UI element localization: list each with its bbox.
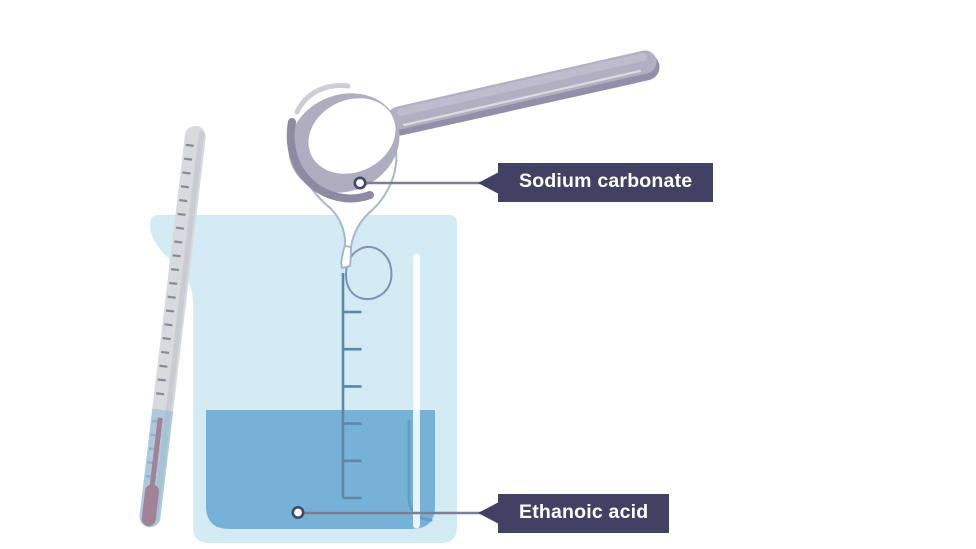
tick-mark bbox=[175, 226, 184, 230]
tick-mark bbox=[182, 171, 191, 175]
leader-sodium-carbonate bbox=[353, 172, 499, 194]
thermometer-column bbox=[149, 417, 163, 492]
tick-mark bbox=[160, 350, 170, 354]
beaker-liquid bbox=[206, 410, 435, 529]
thermometer-bulb bbox=[141, 484, 160, 527]
spoon bbox=[286, 50, 660, 203]
leader-ethanoic-acid bbox=[291, 502, 499, 524]
powder-lump bbox=[345, 246, 393, 301]
spoon-bowl-rim-shadow bbox=[286, 118, 374, 203]
label-ethanoic-acid: Ethanoic acid bbox=[498, 494, 670, 533]
spoon-bowl-rim-highlight bbox=[294, 82, 351, 115]
tick-mark bbox=[165, 309, 175, 313]
tick-mark bbox=[167, 295, 176, 299]
label-pointer-ethanoic bbox=[478, 502, 499, 524]
tick-mark bbox=[162, 337, 171, 341]
measuring-scale bbox=[341, 273, 362, 500]
spoon-handle bbox=[386, 50, 660, 136]
tick-mark bbox=[170, 268, 180, 272]
label-ethanoic-acid-text: Ethanoic acid bbox=[519, 501, 649, 523]
tick-mark bbox=[172, 254, 181, 258]
thermometer-liquid-tint bbox=[138, 408, 179, 529]
tick-mark bbox=[179, 199, 188, 203]
powder-stream bbox=[340, 243, 352, 269]
tick-mark bbox=[177, 212, 186, 216]
marker-circle-ethanoic bbox=[291, 505, 305, 519]
tick-mark bbox=[159, 364, 168, 368]
tick-mark bbox=[174, 240, 183, 244]
marker-circle-sodium bbox=[353, 176, 367, 190]
tick-mark bbox=[157, 378, 166, 382]
scale-ticks bbox=[343, 310, 362, 500]
tick-mark bbox=[156, 392, 165, 396]
tick-mark bbox=[164, 323, 173, 327]
thermometer-tube-shade bbox=[152, 130, 205, 522]
thermometer-ticks bbox=[156, 143, 194, 396]
tick-mark bbox=[185, 143, 194, 147]
tick-mark bbox=[184, 157, 193, 161]
spoon-bowl bbox=[286, 82, 400, 203]
label-pointer-sodium bbox=[478, 172, 499, 194]
tick-mark bbox=[169, 281, 178, 285]
tick-mark bbox=[180, 185, 189, 189]
label-sodium-carbonate: Sodium carbonate bbox=[498, 163, 714, 202]
label-sodium-carbonate-text: Sodium carbonate bbox=[519, 170, 693, 192]
